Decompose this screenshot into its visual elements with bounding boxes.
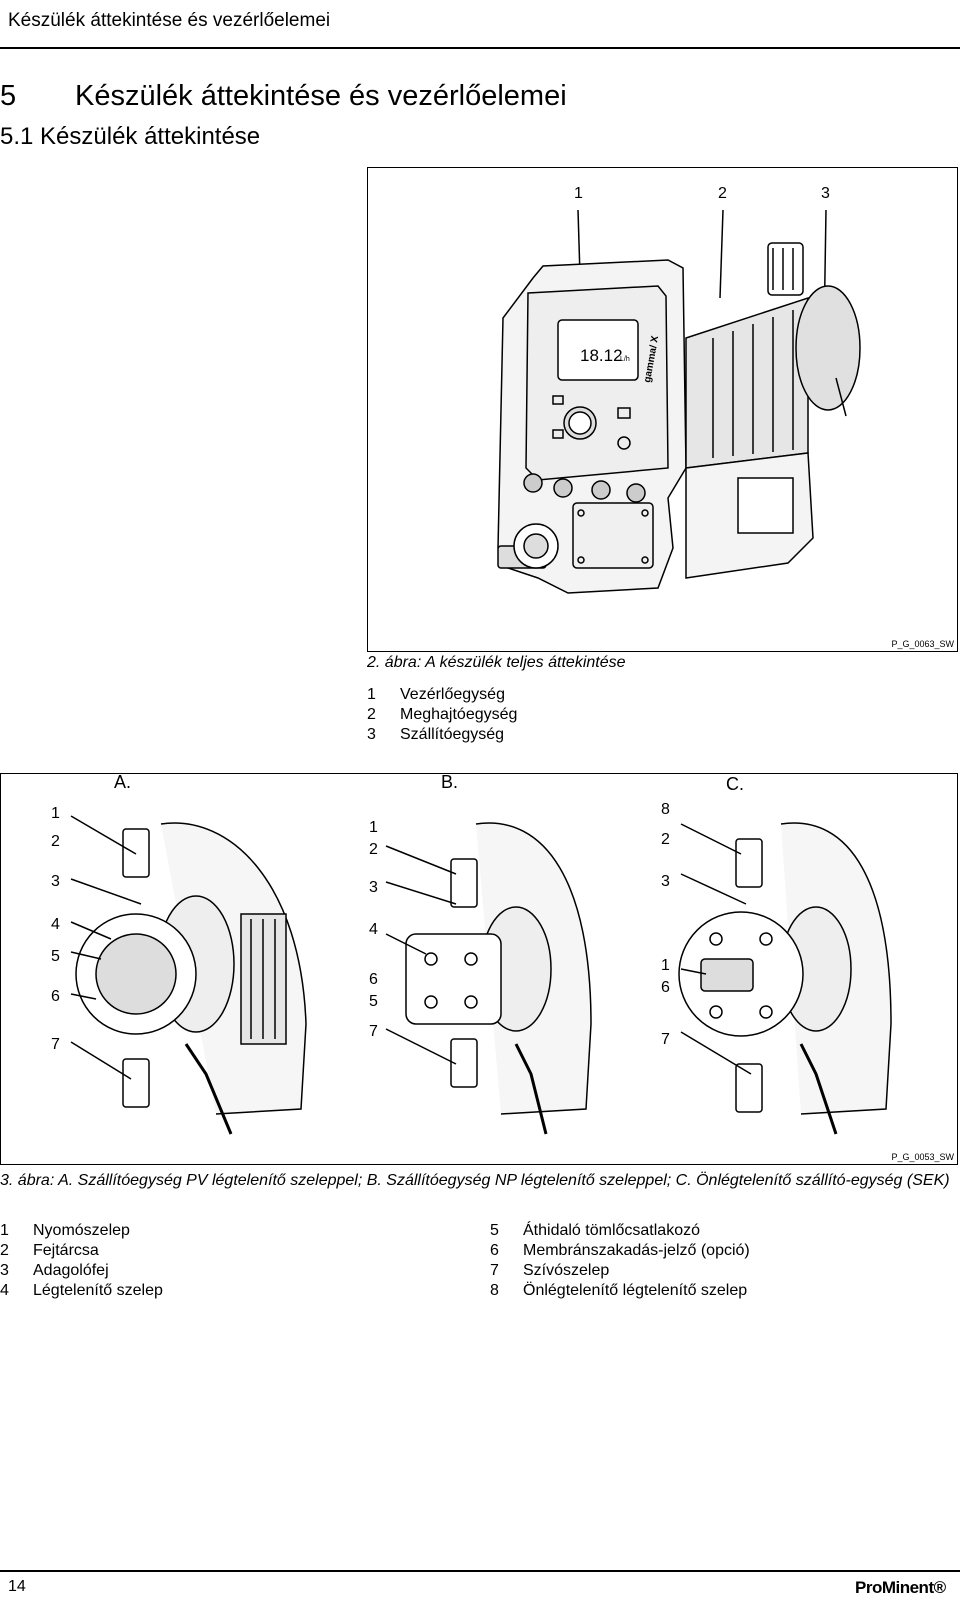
callout-1: 1 [574,185,583,202]
section-number: 5 [0,80,17,112]
c-callout: 1 [661,957,670,974]
b-callout: 5 [369,993,378,1010]
brand-logo: ProMinent® [855,1578,946,1597]
b-callout: 7 [369,1023,378,1040]
a-callout: 7 [51,1036,60,1053]
figure-device-overview: 18.12 L/h gamma/ X 1 2 3 P_G_0063_SW [367,167,958,652]
a-callout: 3 [51,873,60,890]
section-title: Készülék áttekintése és vezérlőelemei [75,80,567,112]
callout-3: 3 [821,185,830,202]
c-callout: 3 [661,873,670,890]
figure2-caption: 3. ábra: A. Szállítóegység PV légtelenít… [0,1172,950,1189]
footer-rule [0,1570,960,1572]
panel-label-a: A. [114,774,131,792]
b-callout: 6 [369,971,378,988]
a-callout: 5 [51,948,60,965]
b-callout: 2 [369,841,378,858]
c-callout: 2 [661,831,670,848]
panel-label-b: B. [441,774,458,792]
display-unit: L/h [620,356,630,363]
delivery-units-illustration: A. B. C. 1 2 3 4 5 6 7 1 2 3 4 6 5 7 8 2… [51,772,892,1135]
figure1-caption: 2. ábra: A készülék teljes áttekintése [367,654,626,671]
header-rule [0,47,960,49]
a-callout: 1 [51,805,60,822]
figure1-ref-code: P_G_0063_SW [891,639,954,649]
b-callout: 4 [369,921,378,938]
a-callout: 2 [51,833,60,850]
page-number: 14 [8,1578,26,1595]
display-value: 18.12 [580,346,623,365]
a-callout: 6 [51,988,60,1005]
c-callout: 8 [661,801,670,818]
running-header: Készülék áttekintése és vezérlőelemei [8,10,331,31]
b-callout: 1 [369,819,378,836]
figure2-ref-code: P_G_0053_SW [891,1152,954,1162]
c-callout: 7 [661,1031,670,1048]
figure-delivery-units: A. B. C. 1 2 3 4 5 6 7 1 2 3 4 6 5 7 8 2… [0,772,958,1165]
a-callout: 4 [51,916,60,933]
panel-label-c: C. [726,774,744,794]
subsection-title: 5.1 Készülék áttekintése [0,123,261,150]
callout-2: 2 [718,185,727,202]
b-callout: 3 [369,879,378,896]
c-callout: 6 [661,979,670,996]
pump-illustration: 18.12 L/h gamma/ X 1 2 3 [497,185,861,594]
